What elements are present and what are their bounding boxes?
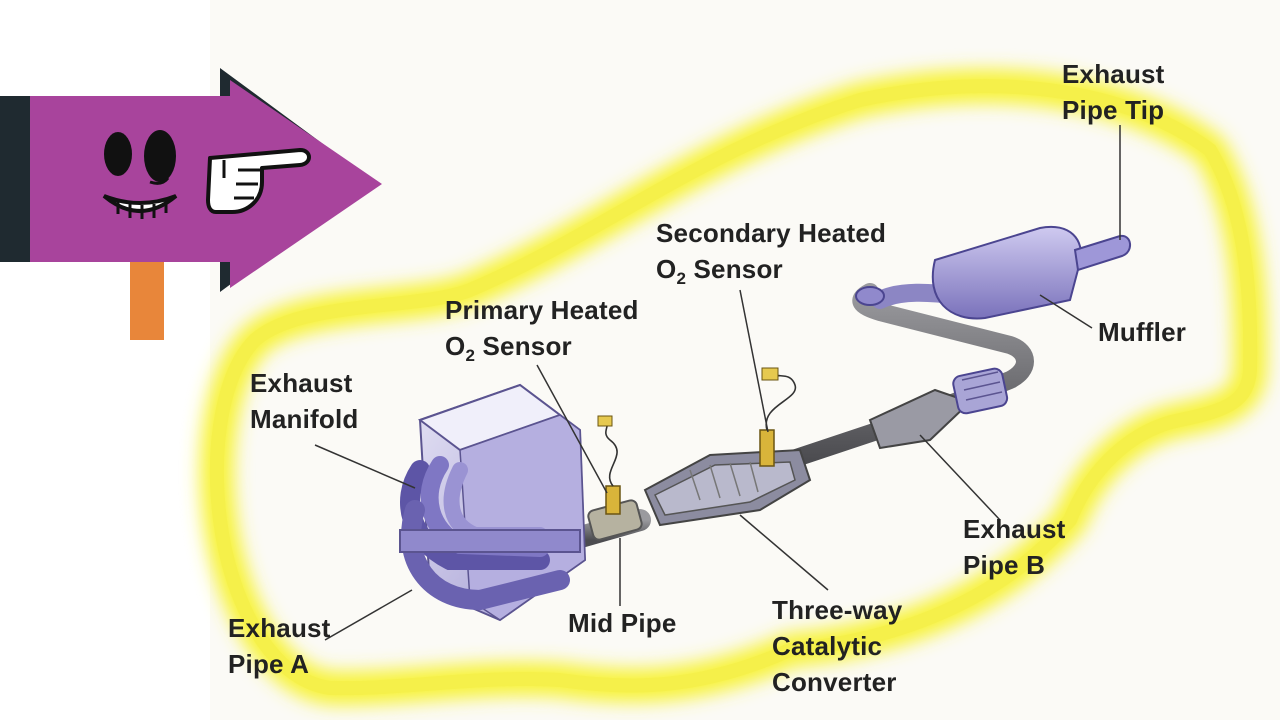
label-primary-heated-o2-sensor: Primary Heated O2 Sensor: [445, 295, 639, 365]
muffler-body: [855, 225, 1131, 320]
label-three-way-catalytic-converter: Three-way Catalytic Converter: [772, 595, 903, 697]
diagram-background: [210, 0, 1280, 720]
label-exhaust-pipe-tip: Exhaust Pipe Tip: [1062, 59, 1165, 125]
label-exhaust-pipe-a: Exhaust Pipe A: [228, 613, 331, 679]
resonator: [868, 367, 1009, 450]
label-secondary-heated-o2-sensor: Secondary Heated O2 Sensor: [656, 218, 887, 288]
catalytic-converter: [643, 367, 812, 527]
pointing-hand-icon: [206, 148, 311, 214]
arrow-sign: [0, 68, 382, 340]
exhaust-manifold: [399, 456, 581, 611]
primary-o2-sensor: [605, 485, 621, 515]
smiley-face-icon: [102, 130, 178, 219]
flex-joint: [587, 415, 643, 541]
label-mid-pipe: Mid Pipe: [568, 608, 677, 638]
label-muffler: Muffler: [1098, 317, 1187, 347]
car-outline: [199, 69, 1268, 706]
sign-post: [130, 260, 164, 340]
label-exhaust-manifold: Exhaust Manifold: [250, 368, 359, 434]
leader-lines: [314, 125, 1121, 641]
secondary-o2-sensor: [759, 429, 775, 467]
label-exhaust-pipe-b: Exhaust Pipe B: [963, 514, 1066, 580]
